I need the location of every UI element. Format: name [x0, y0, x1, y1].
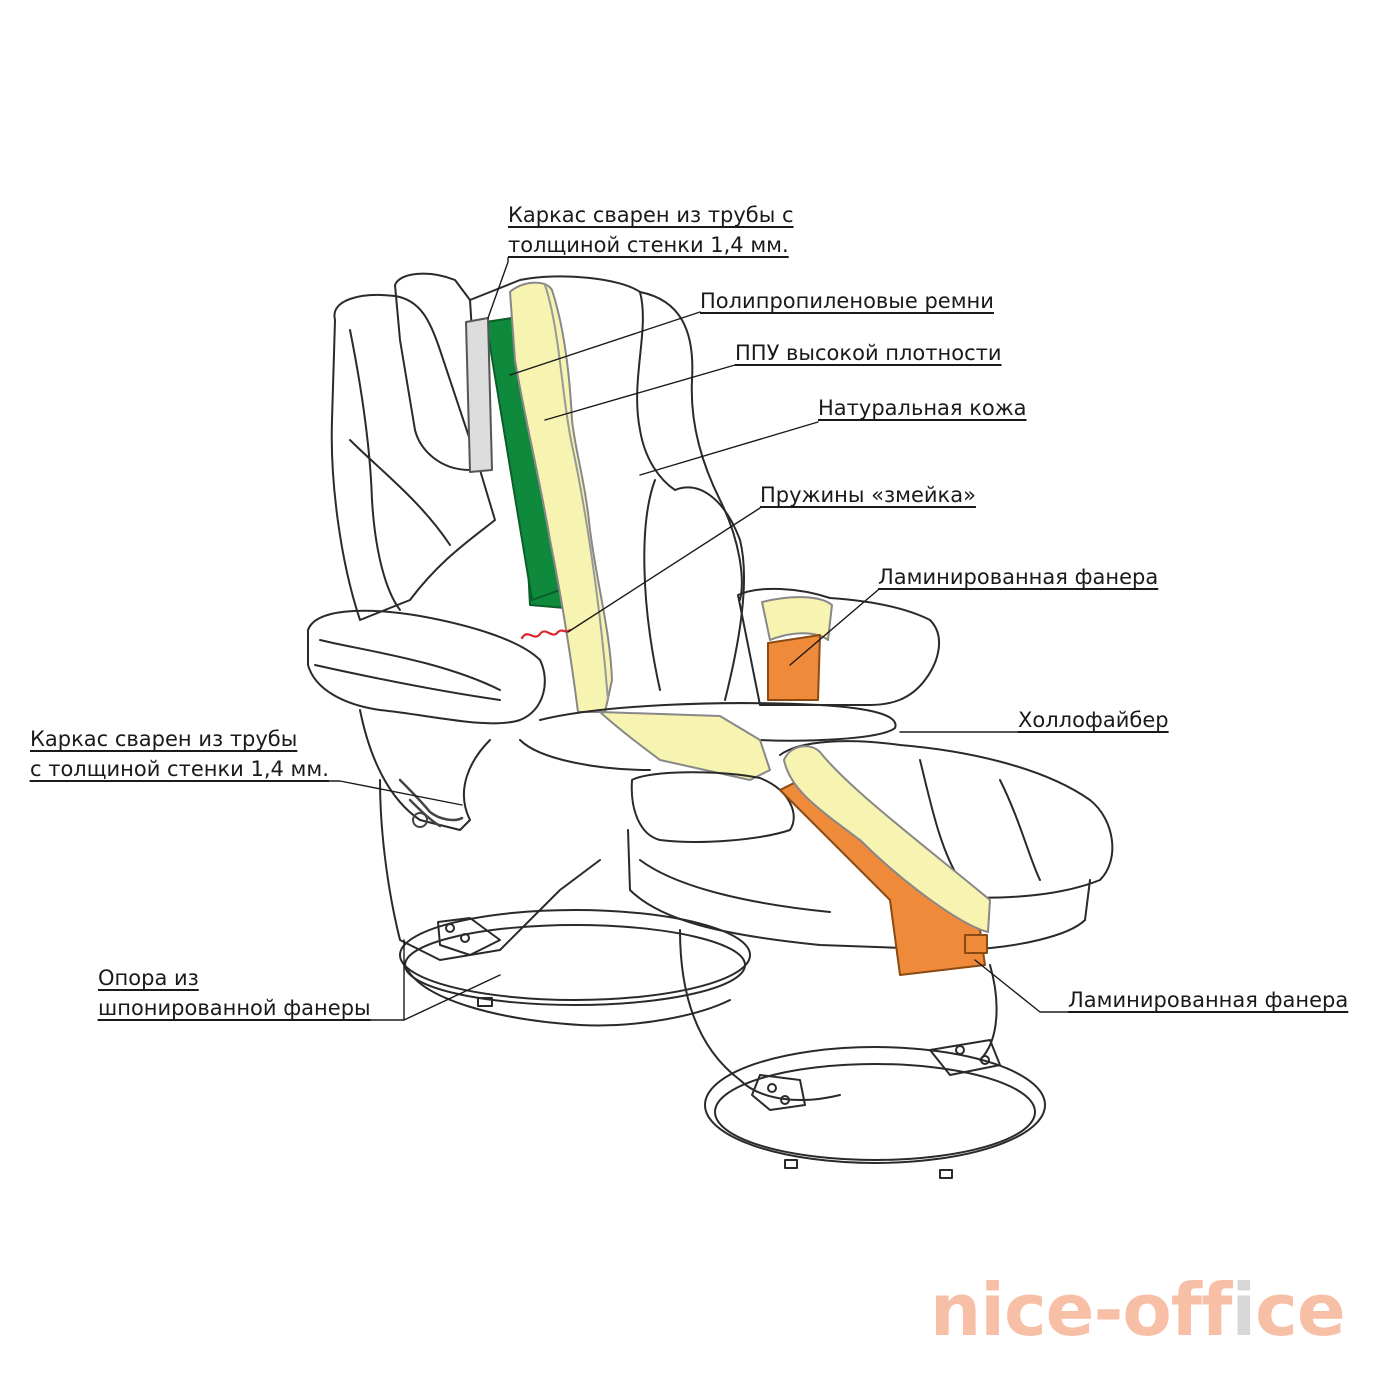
label-ppu-foam: ППУ высокой плотности: [735, 341, 1002, 365]
label-frame-top-line2: толщиной стенки 1,4 мм.: [508, 233, 789, 257]
watermark-part2: ce-off: [1003, 1268, 1233, 1352]
ottoman-base-plate: [751, 1074, 806, 1111]
chair-back-left-cushion: [330, 294, 496, 621]
chair-back-right-cushion: [674, 486, 745, 701]
chair-armrest-support: [359, 709, 491, 831]
frame-tube-top: [465, 317, 493, 473]
armrest-plywood: [767, 634, 821, 701]
chair-left-armrest: [307, 609, 546, 725]
label-base-line1: Опора из: [98, 966, 199, 990]
nice-office-watermark: nice-office: [930, 1268, 1346, 1352]
label-frame-top-line1: Каркас сварен из трубы с: [508, 203, 794, 227]
label-frame-left-line2: с толщиной стенки 1,4 мм.: [30, 757, 329, 781]
chair-right-armrest: [737, 587, 941, 706]
label-base-line2: шпонированной фанеры: [98, 996, 371, 1020]
chair-back-inner-seam: [643, 479, 661, 691]
label-leather: Натуральная кожа: [818, 396, 1027, 420]
label-plywood-ottoman: Ламинированная фанера: [1068, 988, 1349, 1012]
chair-back-outline: [469, 275, 743, 601]
ottoman-lower: [679, 929, 841, 1101]
label-frame-left-line1: Каркас сварен из трубы: [30, 727, 298, 751]
ottoman-top-right: [779, 740, 1114, 899]
armrest-foam: [761, 596, 833, 641]
snake-spring: [520, 628, 572, 640]
leader-lines: [29, 257, 1069, 1021]
chair-seat: [539, 702, 897, 742]
ppu-foam-back: [509, 281, 613, 713]
watermark-part3: i: [1231, 1268, 1256, 1352]
chair-swivel-base: [399, 909, 751, 1001]
label-plywood-armrest: Ламинированная фанера: [878, 565, 1159, 589]
ottoman-swivel-base: [704, 1046, 1046, 1164]
label-pp-belts: Полипропиленовые ремни: [700, 289, 994, 313]
chair-back-left-seam-2: [349, 439, 451, 546]
chair-base-plate: [437, 917, 501, 956]
watermark-part1: ni: [930, 1268, 1005, 1352]
seat-foam: [599, 711, 771, 781]
ottoman-foam: [783, 745, 991, 933]
chair-back-right-edge: [636, 291, 676, 491]
chair-lower-body: [379, 779, 601, 961]
ottoman-side: [627, 829, 1091, 951]
chair-back-left-seam: [349, 329, 401, 611]
label-hollofiber: Холлофайбер: [1018, 708, 1169, 732]
label-springs: Пружины «змейка»: [760, 483, 976, 507]
ottoman-top-left: [630, 771, 795, 843]
watermark-part4: ce: [1255, 1268, 1346, 1352]
